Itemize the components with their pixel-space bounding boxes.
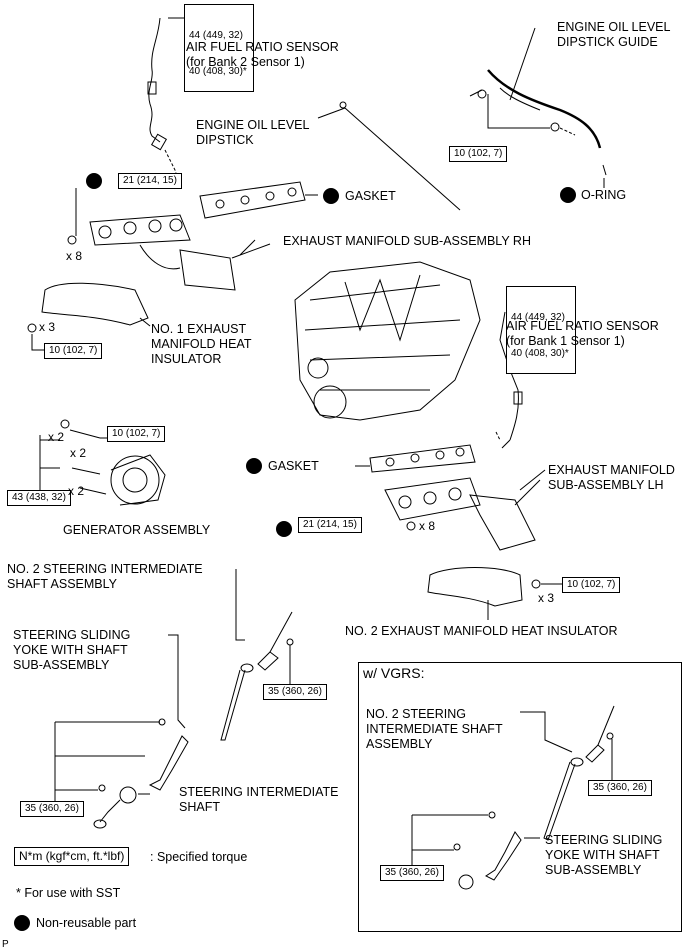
gasket-rh-drawing <box>199 181 318 219</box>
manifold-rh-qty: x 8 <box>66 249 83 263</box>
legend-nonreusable-dot <box>14 915 30 931</box>
vgrs-panel <box>358 662 682 932</box>
steering-upper-torque-box: 35 (360, 26) <box>263 684 327 700</box>
insulator-1-drawing <box>27 282 151 351</box>
label-insulator-1: NO. 1 EXHAUST MANIFOLD HEAT INSULATOR <box>151 322 252 366</box>
nonreusable-dot-manifold-lh-nuts <box>276 521 292 537</box>
manifold-rh-torque-box: 21 (214, 15) <box>118 173 182 189</box>
legend-torque-desc: : Specified torque <box>150 850 248 864</box>
label-exhaust-manifold-lh: EXHAUST MANIFOLD SUB-ASSEMBLY LH <box>548 463 675 492</box>
generator-large-torque-box: 43 (438, 32) <box>7 490 71 506</box>
dipstick-guide-drawing <box>469 27 607 176</box>
torque-value-sst: 40 (408, 30)* <box>189 66 247 77</box>
torque-value-sst: 40 (408, 30)* <box>511 348 569 359</box>
legend-sst-note: * For use with SST <box>16 886 121 900</box>
nonreusable-dot-o-ring <box>560 187 576 203</box>
vgrs-upper-torque-box: 35 (360, 26) <box>588 780 652 796</box>
insulator-2-qty: x 3 <box>538 591 555 605</box>
exhaust-manifold-lh-drawing <box>384 477 541 551</box>
exhaust-manifold-rh-drawing <box>67 188 271 291</box>
label-no2-steering-shaft: NO. 2 STEERING INTERMEDIATE SHAFT ASSEMB… <box>7 562 203 591</box>
steering-lower-torque-box: 35 (360, 26) <box>20 801 84 817</box>
dipstick-drawing <box>317 101 461 211</box>
afr-bank2-torque-box: 44 (449, 32) 40 (408, 30)* <box>184 4 254 92</box>
figure-code: P <box>2 939 9 950</box>
label-exhaust-manifold-rh: EXHAUST MANIFOLD SUB-ASSEMBLY RH <box>283 234 531 248</box>
label-insulator-2: NO. 2 EXHAUST MANIFOLD HEAT INSULATOR <box>345 624 618 638</box>
label-vgrs-no2-shaft: NO. 2 STEERING INTERMEDIATE SHAFT ASSEMB… <box>366 707 503 751</box>
afr-bank1-torque-box: 44 (449, 32) 40 (408, 30)* <box>506 286 576 374</box>
generator-qty-1: x 2 <box>48 430 65 444</box>
label-afr-sensor-bank1: AIR FUEL RATIO SENSOR (for Bank 1 Sensor… <box>506 319 659 348</box>
insulator-1-qty: x 3 <box>39 320 56 334</box>
label-afr-sensor-bank2: AIR FUEL RATIO SENSOR (for Bank 2 Sensor… <box>186 40 339 69</box>
vgrs-lower-torque-box: 35 (360, 26) <box>380 865 444 881</box>
label-dipstick: ENGINE OIL LEVEL DIPSTICK <box>196 118 310 147</box>
torque-value: 44 (449, 32) <box>189 30 243 41</box>
steering-sliding-yoke-drawing <box>54 634 189 829</box>
insulator-2-torque-box: 10 (102, 7) <box>562 577 621 593</box>
manifold-lh-qty: x 8 <box>419 519 436 533</box>
insulator-2-drawing <box>427 567 562 620</box>
manifold-lh-torque-box: 21 (214, 15) <box>298 517 362 533</box>
label-generator: GENERATOR ASSEMBLY <box>63 523 211 537</box>
legend-torque-box: N*m (kgf*cm, ft.*lbf) <box>14 847 130 866</box>
label-o-ring: O-RING <box>581 188 627 202</box>
label-dipstick-guide: ENGINE OIL LEVEL DIPSTICK GUIDE <box>557 20 671 49</box>
afr-sensor-bank2-drawing <box>147 17 179 181</box>
label-sliding-yoke: STEERING SLIDING YOKE WITH SHAFT SUB-ASS… <box>13 628 131 672</box>
torque-value: 44 (449, 32) <box>511 312 565 323</box>
manifold-rh-leader <box>239 239 256 256</box>
vgrs-title: w/ VGRS: <box>363 665 425 681</box>
nonreusable-dot-manifold-rh-nuts <box>86 173 102 189</box>
insulator-1-torque-box: 10 (102, 7) <box>44 343 103 359</box>
label-gasket-rh: GASKET <box>345 189 396 203</box>
engine-drawing <box>294 261 481 421</box>
label-gasket-lh: GASKET <box>268 459 319 473</box>
nonreusable-dot-gasket-rh <box>323 188 339 204</box>
steering-no2-shaft-drawing <box>220 569 325 741</box>
generator-qty-3: x 2 <box>68 484 85 498</box>
label-vgrs-sliding-yoke: STEERING SLIDING YOKE WITH SHAFT SUB-ASS… <box>545 833 663 877</box>
gasket-lh-drawing <box>355 444 476 473</box>
generator-small-torque-box: 10 (102, 7) <box>107 426 166 442</box>
generator-qty-2: x 2 <box>70 446 87 460</box>
manifold-lh-leader <box>519 469 546 491</box>
generator-drawing <box>39 419 166 506</box>
dipstick-guide-torque-box: 10 (102, 7) <box>449 146 508 162</box>
label-intermediate-shaft: STEERING INTERMEDIATE SHAFT <box>179 785 339 814</box>
nonreusable-dot-gasket-lh <box>246 458 262 474</box>
vgrs-assembly-drawing <box>411 705 615 890</box>
legend-nonreusable-text: Non-reusable part <box>36 916 137 930</box>
